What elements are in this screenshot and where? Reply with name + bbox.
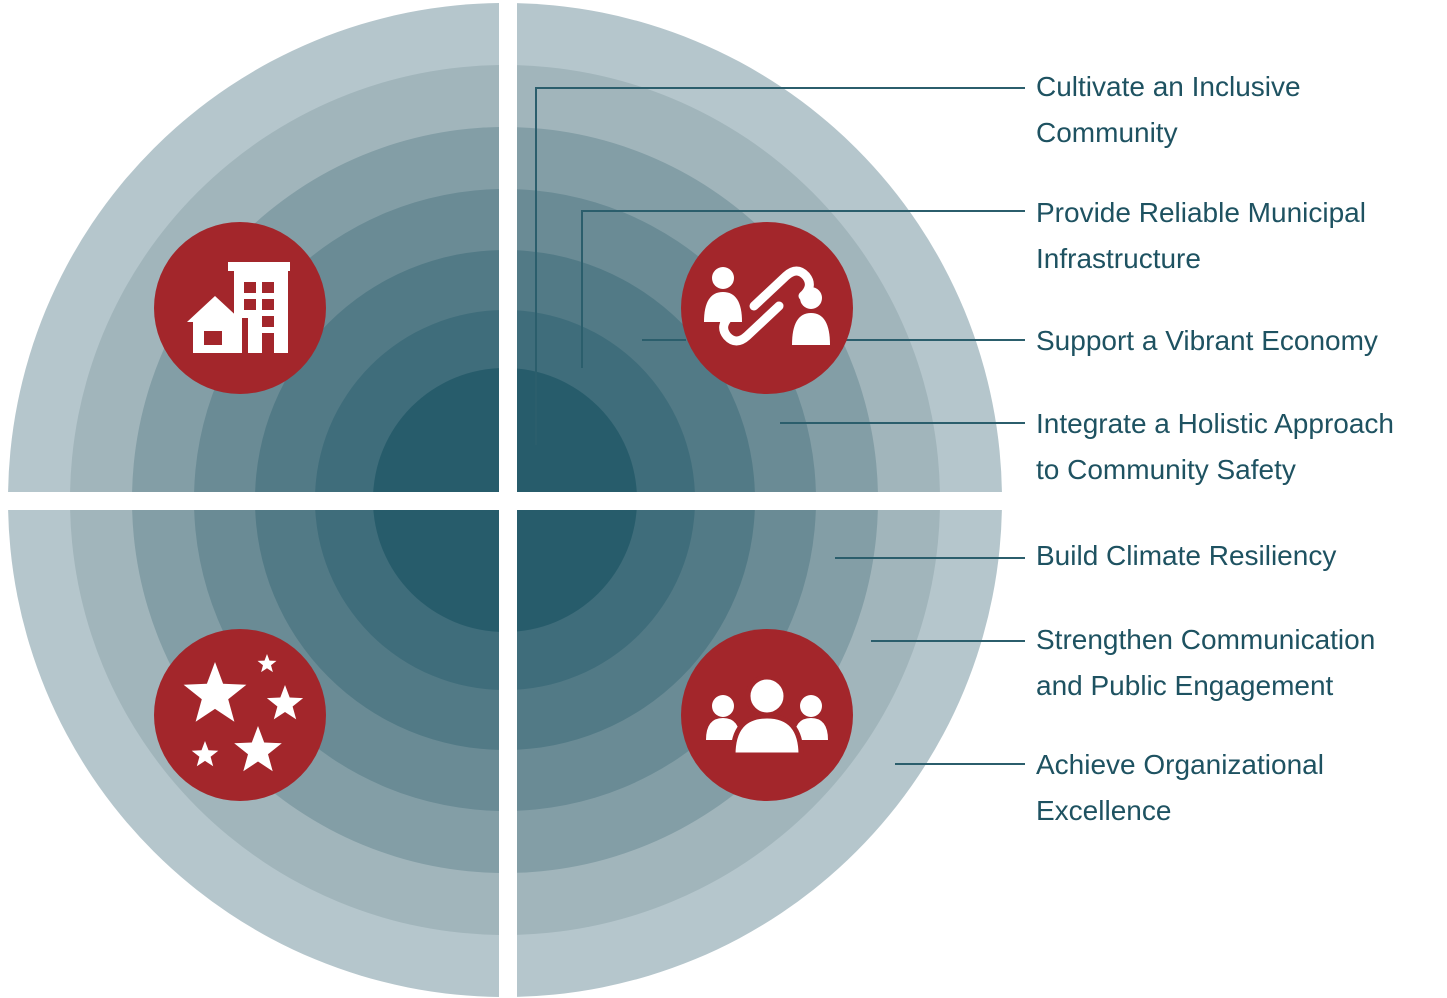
goal-label-2: Provide Reliable Municipal Infrastructur… (1036, 190, 1366, 282)
ring-7-bottom-right (517, 510, 637, 632)
star-shape-1 (183, 662, 247, 722)
goal-label-2-line1: Provide Reliable Municipal (1036, 197, 1366, 228)
goal-label-4-line2: to Community Safety (1036, 454, 1296, 485)
goal-label-1-line2: Community (1036, 117, 1178, 148)
people-group-icon (681, 629, 853, 801)
ring-7-top-left (373, 368, 499, 492)
goal-label-2-line2: Infrastructure (1036, 243, 1201, 274)
goal-label-5: Build Climate Resiliency (1036, 533, 1336, 579)
star-shape-3 (234, 726, 282, 772)
goal-label-7: Achieve Organizational Excellence (1036, 742, 1324, 834)
leader-lines (535, 87, 1025, 765)
star-shape-2 (266, 685, 304, 720)
ring-7-top-right (517, 368, 637, 492)
goal-label-6-line2: and Public Engagement (1036, 670, 1334, 701)
goal-label-1-line1: Cultivate an Inclusive (1036, 71, 1301, 102)
star-shape-5 (257, 654, 277, 673)
leader-line-1 (535, 87, 1025, 445)
goal-label-6: Strengthen Communication and Public Enga… (1036, 617, 1375, 709)
goal-label-5-line1: Build Climate Resiliency (1036, 540, 1337, 571)
goal-label-3-line1: Support a Vibrant Economy (1036, 325, 1378, 356)
people-chain-link-icon (681, 222, 853, 394)
goal-label-1: Cultivate an Inclusive Community (1036, 64, 1301, 156)
star-shape-4 (191, 741, 219, 767)
goal-label-3: Support a Vibrant Economy (1036, 318, 1378, 364)
ring-7-bottom-left (373, 510, 499, 632)
building-house-icon (154, 222, 326, 394)
quadrant-top-left (8, 3, 499, 492)
leader-line-2 (581, 210, 1025, 368)
goal-label-4-line1: Integrate a Holistic Approach (1036, 408, 1394, 439)
stars-icon (154, 629, 326, 801)
goal-label-6-line1: Strengthen Communication (1036, 624, 1376, 655)
goal-label-4: Integrate a Holistic Approach to Communi… (1036, 401, 1394, 493)
goal-label-7-line2: Excellence (1036, 795, 1172, 826)
goal-label-7-line1: Achieve Organizational (1036, 749, 1324, 780)
